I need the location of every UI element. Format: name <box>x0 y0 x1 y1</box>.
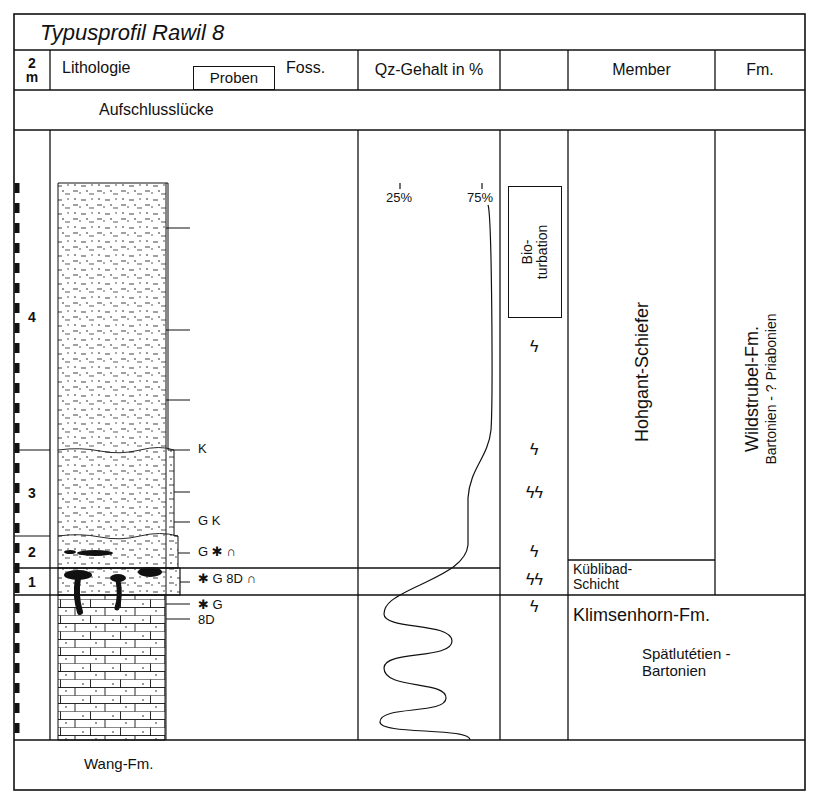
bed-boundary <box>58 448 174 453</box>
unit-name: Klimsenhorn-Fm. <box>573 605 710 626</box>
grid-line <box>357 130 358 740</box>
unit-name: Fm. <box>746 61 774 79</box>
grid-line <box>14 49 805 50</box>
lens <box>77 550 113 556</box>
table-frame <box>14 14 805 790</box>
bioturbation-symbol: ϟ <box>530 543 538 561</box>
grid-line <box>49 50 50 90</box>
axis-tick <box>399 183 400 189</box>
unit-name: Qz-Gehalt in % <box>375 61 483 79</box>
sample-tick <box>166 604 190 605</box>
bed-number: 3 <box>14 450 50 536</box>
sample-tick <box>166 330 190 331</box>
bioturbation-symbol: ϟϟ <box>526 571 543 589</box>
formation-cell: Wildstrubel-Fm.Bartonien - ? Priabonien <box>715 183 805 595</box>
header-cell: Member <box>568 50 715 90</box>
grid-line <box>714 130 715 595</box>
member-line <box>568 559 715 560</box>
formation-cell: Klimsenhorn-Fm. Spätlutétien - Bartonien <box>568 595 805 740</box>
fossil-symbol: G ✱ ∩ <box>198 545 236 560</box>
unit-name: 1 <box>28 573 36 589</box>
unit-name: 3 <box>28 485 36 501</box>
grid-line <box>499 130 500 740</box>
burrow <box>77 578 80 612</box>
header-cell: Qz-Gehalt in % <box>358 50 500 90</box>
bed-line <box>14 535 50 536</box>
sample-ticks <box>166 228 190 619</box>
limestone <box>58 595 165 740</box>
axis-label: 25% <box>386 191 412 206</box>
sample-tick <box>180 582 190 583</box>
unit-name: Wildstrubel-Fm. <box>742 314 763 465</box>
grid-line <box>567 50 568 90</box>
unit-name: 2 m <box>25 56 39 84</box>
header-box: Proben <box>193 66 275 90</box>
grid-line <box>714 50 715 90</box>
lithology-column <box>58 183 190 740</box>
unit-name: Bio- turbation <box>520 213 551 291</box>
unit-name: Member <box>612 61 671 79</box>
unit-name: 2 <box>28 544 36 560</box>
gap-band: Aufschlusslücke <box>14 90 805 130</box>
sandstone <box>58 183 178 568</box>
grid-line <box>14 89 805 90</box>
bioturbation-symbol: ϟϟ <box>526 484 543 502</box>
member-cell: Küblibad- Schicht <box>568 560 715 595</box>
bed-number: 1 <box>14 568 50 595</box>
unit-note: Spätlutétien - Bartonien <box>642 645 760 680</box>
fossil-symbol: ✱ G 8D ∩ <box>198 572 256 587</box>
unit-name: Proben <box>210 69 258 86</box>
bioturbation-box: Bio- turbation <box>508 186 562 318</box>
sample-tick <box>166 400 190 401</box>
formation-band: Wang-Fm. <box>14 740 805 790</box>
grid-line <box>357 50 358 90</box>
unit-name: Küblibad- Schicht <box>573 562 668 591</box>
header-cell: 2 m <box>14 50 50 90</box>
bed-number: 2 <box>14 536 50 568</box>
outer-frame <box>14 14 805 790</box>
bed-boundary <box>58 534 178 539</box>
fossil-symbol: 8D <box>198 613 215 628</box>
scale-bar <box>15 183 20 740</box>
header-cell: Fm. <box>715 50 805 90</box>
unit-name: Aufschlusslücke <box>99 101 214 119</box>
unit-name: 4 <box>28 308 36 324</box>
unit-name: Lithologie <box>62 59 131 77</box>
bed-number: 4 <box>14 183 50 450</box>
axis-label: 75% <box>467 191 493 206</box>
grid-line <box>499 50 500 90</box>
bioturbation-symbol: ϟ <box>530 441 538 459</box>
figure-title: Typusprofil Rawil 8 <box>40 20 224 45</box>
header-cell: Lithologie Foss. Proben <box>50 50 358 90</box>
unit-name: Hohgant-Schiefer <box>631 301 652 441</box>
burrow <box>138 567 162 577</box>
sample-tick <box>174 492 190 493</box>
quartz-curve <box>380 183 492 740</box>
axis-tick <box>481 183 482 189</box>
unit-note: Bartonien - ? Priabonien <box>762 314 778 465</box>
unit-name: Wang-Fm. <box>84 755 153 772</box>
rotated-group: Wildstrubel-Fm.Bartonien - ? Priabonien <box>742 314 779 465</box>
burrow <box>117 580 119 608</box>
grid-line <box>49 130 50 740</box>
sample-tick <box>174 522 190 523</box>
bioturbation-symbol: ϟ <box>530 598 538 616</box>
sample-tick <box>166 619 190 620</box>
grid-line <box>567 130 568 740</box>
bioturbation-symbol: ϟ <box>530 338 538 356</box>
fossil-symbol: ✱ G <box>198 598 223 613</box>
sample-tick <box>166 228 190 229</box>
fossil-symbol: K <box>198 442 207 457</box>
sample-tick <box>174 450 190 451</box>
grid-line <box>14 129 805 130</box>
quartz-content-curve <box>380 205 492 740</box>
fossil-symbol: G K <box>198 514 220 529</box>
sample-tick <box>178 553 190 554</box>
lens <box>64 550 76 554</box>
sample-axis <box>166 183 167 740</box>
member-cell: Hohgant-Schiefer <box>568 183 715 560</box>
unit-note: Foss. <box>286 59 325 77</box>
